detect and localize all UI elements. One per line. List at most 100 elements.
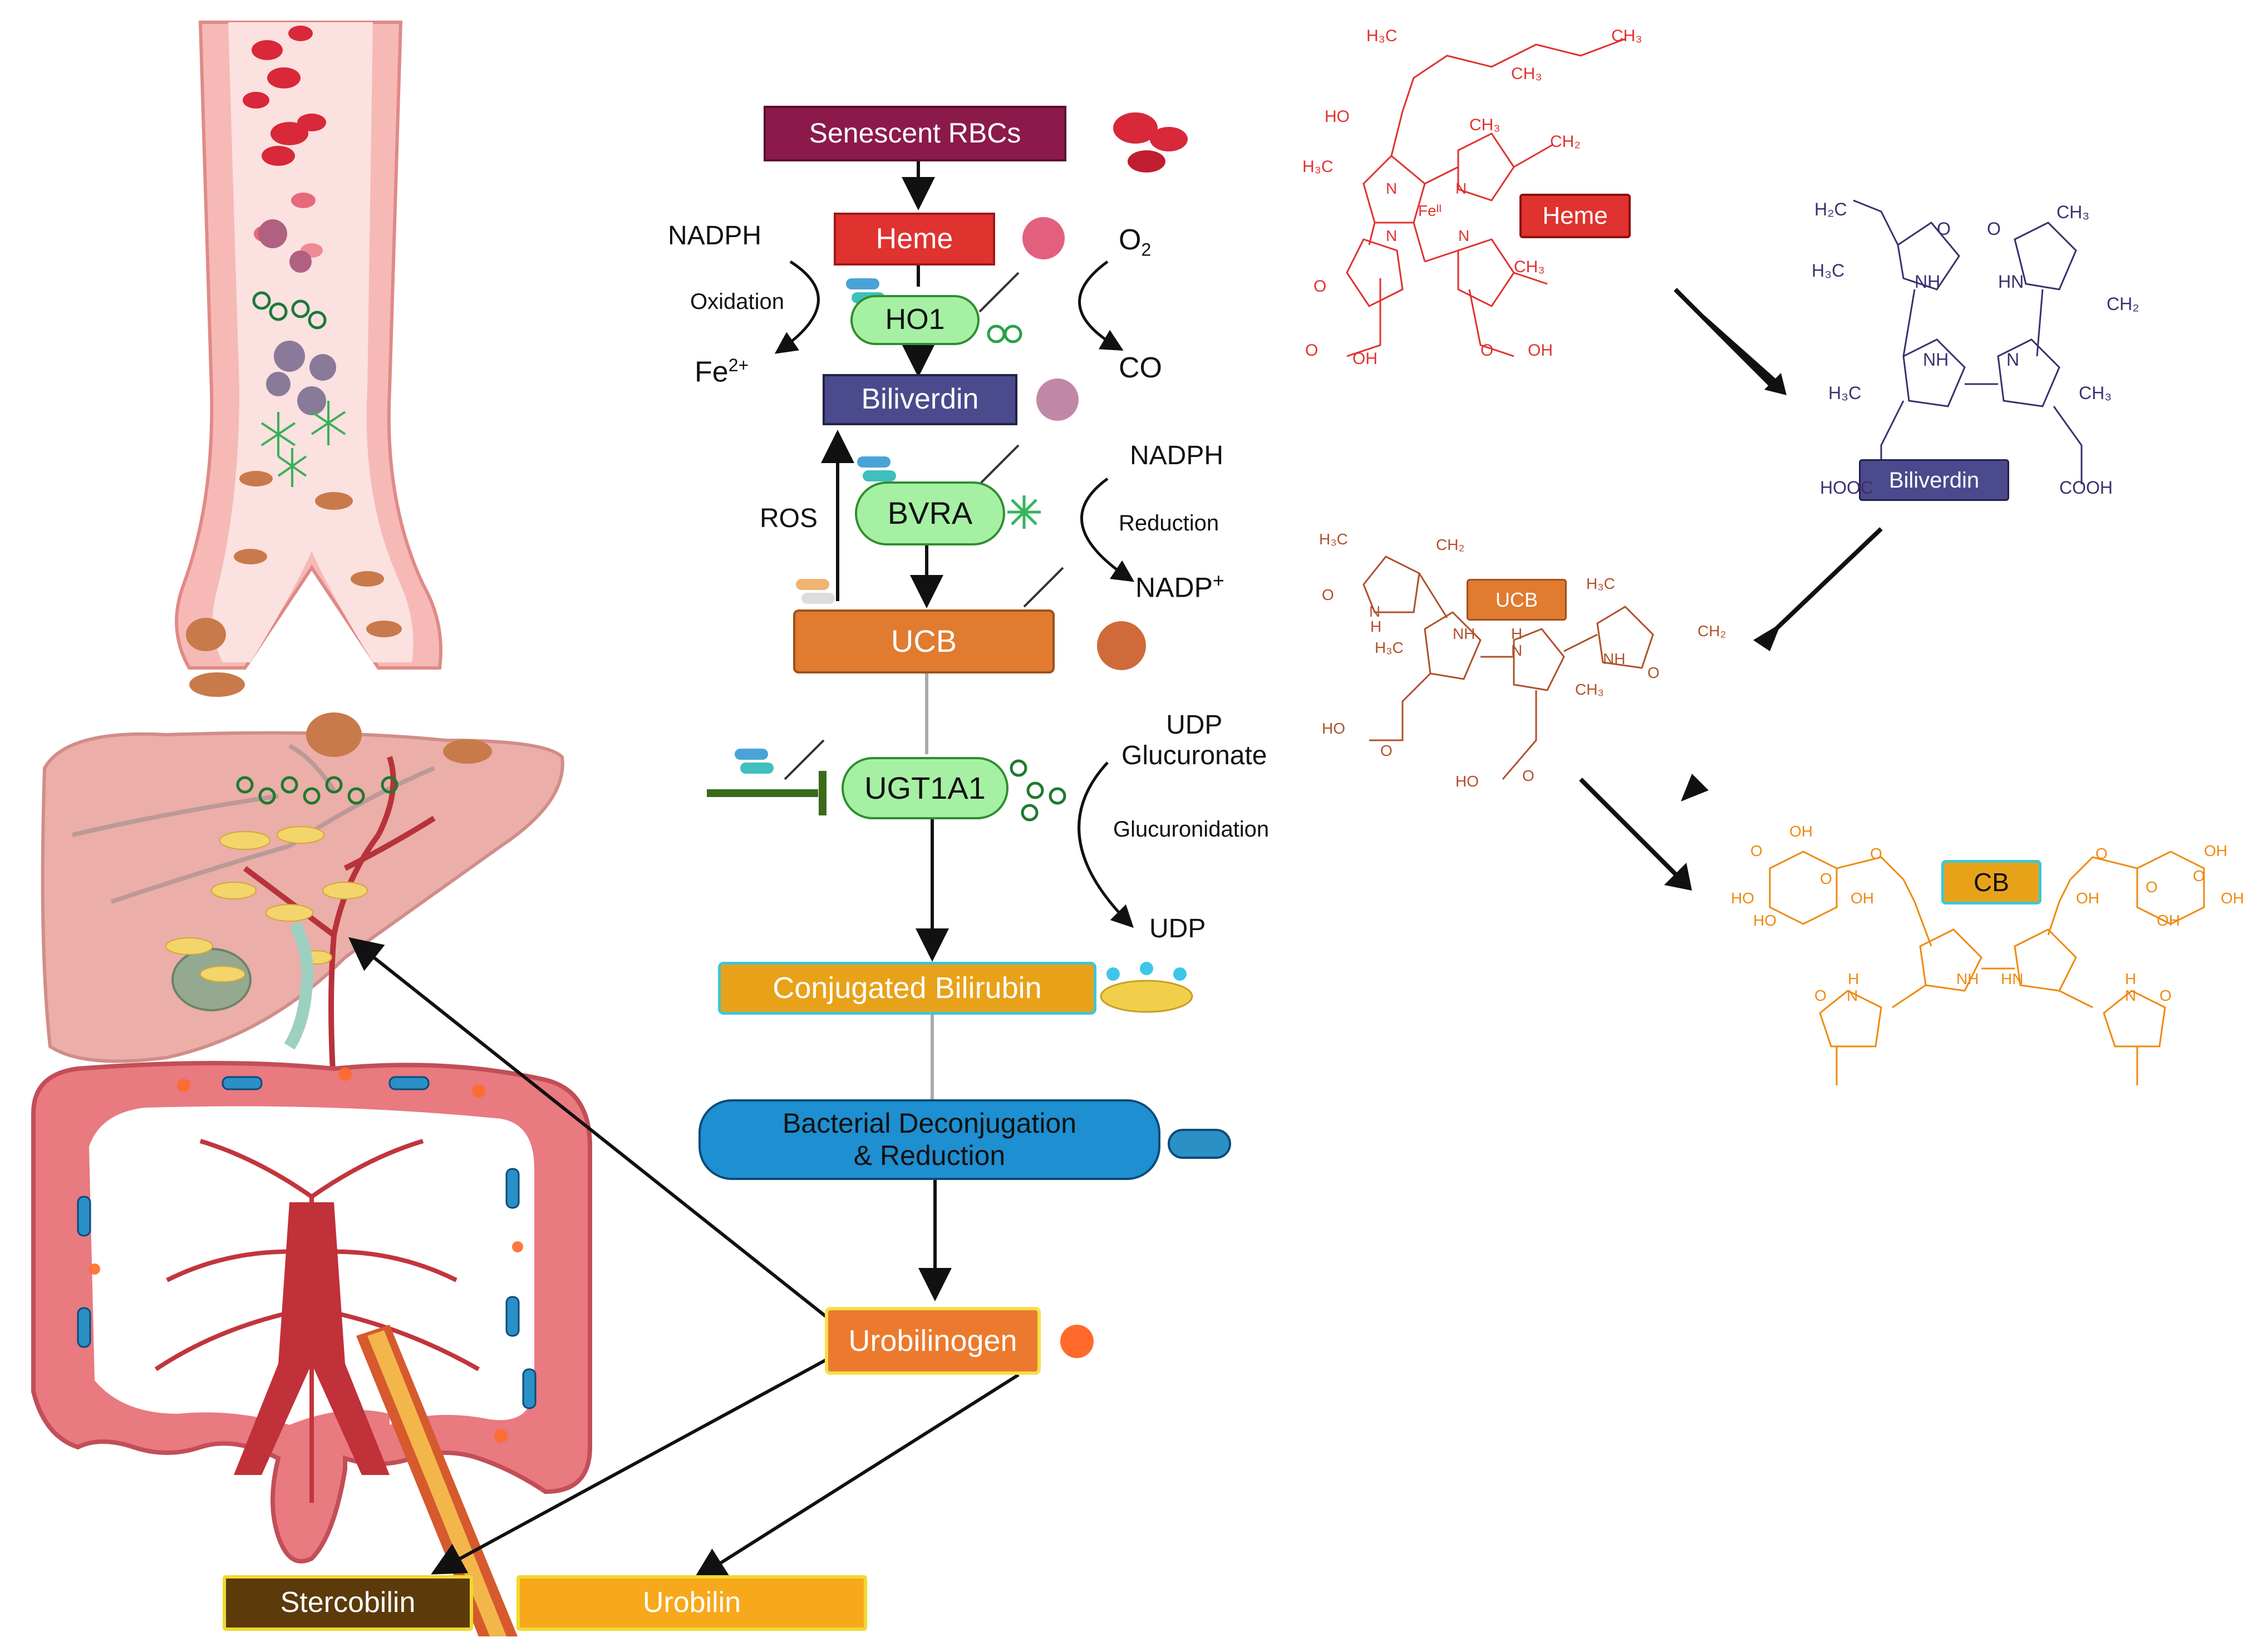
heme-box: Heme (834, 213, 995, 266)
ucb-atom: NH (1453, 625, 1475, 642)
cb-atom: HO (1731, 889, 1754, 907)
liver-heme-rings (236, 776, 399, 805)
heme-atom: CH₂ (1550, 132, 1581, 151)
ugt1a1-inhibitor (707, 771, 826, 815)
biliverdin-atom: O (1937, 219, 1951, 239)
ucb-particle-icon (1097, 621, 1146, 670)
heme-atom: H₃C (1366, 27, 1398, 45)
ugt1a1-enzyme: UGT1A1 (842, 757, 1008, 819)
co-label: CO (1119, 352, 1162, 384)
heme-atom: N (1458, 227, 1470, 244)
biliverdin-atom: H₂C (1814, 199, 1847, 219)
heme-atom: CH₃ (1469, 116, 1500, 134)
cb-atom: O (2095, 845, 2108, 862)
o2-subscript: 2 (1141, 239, 1152, 260)
heme-atom: CH₃ (1511, 65, 1542, 83)
cb-atom: HN (2001, 970, 2024, 987)
cofactor-curves (774, 260, 1135, 928)
cb-atom: H (1848, 970, 1859, 987)
biliverdin-rings (252, 291, 327, 330)
bvra-enzyme: BVRA (855, 481, 1005, 545)
o2-symbol: O (1119, 224, 1142, 256)
biliverdin-structure-label: Biliverdin (1859, 459, 2009, 501)
biliverdin-atom: COOH (2059, 478, 2113, 498)
cb-particle-icon (1100, 980, 1193, 1013)
heme-atom: O (1313, 277, 1327, 296)
ucb-atom: HO (1322, 720, 1345, 737)
biliverdin-atom: HN (1998, 272, 2024, 292)
heme-particles (258, 219, 336, 415)
stercobilin-label: Stercobilin (280, 1586, 416, 1619)
nadph-label-1: NADPH (668, 221, 762, 250)
bvra-label: BVRA (887, 495, 973, 531)
ucb-atom: N (1511, 642, 1523, 659)
udp-label: UDP (1149, 914, 1206, 943)
bacterium-icon (1168, 1129, 1231, 1159)
senescent-rbcs-label: Senescent RBCs (809, 117, 1021, 149)
ucb-atom: O (1322, 586, 1334, 603)
liver-ucb-particles (306, 712, 492, 764)
ucb-structure-label: UCB (1467, 579, 1567, 621)
ucb-atom: O (1522, 767, 1534, 784)
udp-glucuronate-line2: Glucuronate (1121, 741, 1267, 771)
o2-label: O2 (1119, 225, 1151, 258)
structure-arrows (1579, 288, 1883, 891)
senescent-rbcs-box: Senescent RBCs (764, 106, 1066, 161)
heme-atom: O (1305, 341, 1319, 360)
heme-structure-label: Heme (1519, 194, 1631, 238)
cb-atom: O (2193, 867, 2205, 884)
cb-atom: O (1814, 987, 1827, 1004)
ucb-particles-vessel (186, 471, 402, 697)
cb-atom: OH (2221, 889, 2244, 907)
biliverdin-particle-icon (1036, 378, 1079, 421)
ucb-atom: CH₂ (1698, 622, 1726, 640)
oxidation-label: Oxidation (690, 289, 784, 314)
bacterial-deconjugation-line1: Bacterial Deconjugation (782, 1108, 1077, 1139)
pathway-arrows (348, 161, 1020, 1581)
heme-atom: Feᴵᴵ (1418, 202, 1442, 219)
urobilin-label: Urobilin (642, 1586, 741, 1619)
cb-atom: OH (2076, 889, 2099, 907)
liver-conjugates (165, 826, 368, 982)
biliverdin-atom: CH₂ (2107, 294, 2139, 314)
heme-atom: CH₃ (1514, 258, 1545, 276)
ros-label: ROS (760, 504, 818, 533)
reduction-label: Reduction (1119, 511, 1219, 535)
ucb-box: UCB (793, 609, 1055, 673)
biliverdin-atom: NH (1915, 272, 1941, 292)
biliverdin-atom: HOOC (1820, 478, 1873, 498)
cb-atom: OH (2204, 842, 2227, 859)
glucuronidation-label: Glucuronidation (1113, 817, 1270, 842)
heme-atom: OH (1528, 341, 1553, 360)
urobilinogen-dot-icon (1060, 1325, 1094, 1358)
cb-atom: N (1847, 987, 1858, 1004)
drug-capsule-icons (735, 278, 896, 774)
cb-atom: N (2125, 987, 2137, 1004)
rbc-cluster-icon (1113, 112, 1188, 173)
ucb-structure-label-text: UCB (1495, 588, 1538, 611)
cb-structure (1769, 850, 2205, 1085)
biliverdin-atom: CH₃ (2057, 202, 2090, 222)
nadp-charge: + (1212, 569, 1224, 592)
ucb-structure (1362, 555, 1654, 780)
urobilin-box: Urobilin (516, 1575, 867, 1631)
biliverdin-atom: H₃C (1812, 260, 1845, 281)
liver (41, 731, 564, 1063)
udp-glucuronate-label: UDP Glucuronate (1121, 710, 1267, 771)
blood-vessel (175, 21, 442, 670)
bile-duct (284, 921, 314, 1050)
ho1-enzyme: HO1 (850, 295, 980, 345)
biliverdin-structure (1853, 199, 2083, 484)
fe-symbol: Fe (695, 356, 729, 389)
ucb-atom: N (1369, 603, 1381, 620)
cb-atom: H (2125, 970, 2137, 987)
biliverdin-atom: O (1987, 219, 2001, 239)
heme-structure-label-text: Heme (1542, 201, 1608, 229)
ucb-atom: H₃C (1586, 575, 1615, 592)
cb-atom: NH (1956, 970, 1979, 987)
bacterial-deconjugation-box: Bacterial Deconjugation & Reduction (698, 1099, 1160, 1180)
nadph-label-2: NADPH (1130, 441, 1224, 470)
cb-atom: O (2159, 987, 2172, 1004)
urobilinogen-label: Urobilinogen (848, 1324, 1017, 1358)
cb-atom: OH (2157, 912, 2180, 929)
